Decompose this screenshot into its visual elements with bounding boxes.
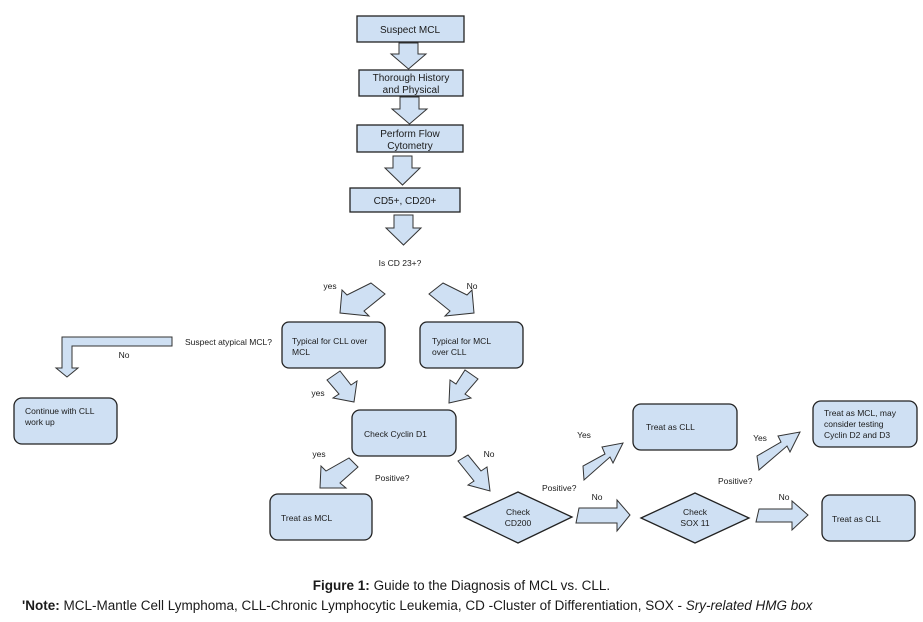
edge-label-no: No: [484, 449, 495, 459]
node-label: Perform Flow: [380, 129, 440, 140]
arrow-diag-left: [339, 282, 386, 317]
arrow-diag-left: [448, 369, 479, 404]
node-label: Check: [683, 507, 708, 517]
node-label: CD200: [505, 518, 532, 528]
node-check-cyclin-d1: Check Cyclin D1: [351, 409, 457, 457]
arrow-diag-up-right: [582, 442, 624, 482]
edge-label-yes: yes: [311, 388, 324, 398]
node-treat-mcl-consider: Treat as MCL, may consider testing Cycli…: [812, 400, 918, 448]
caption-text: Guide to the Diagnosis of MCL vs. CLL.: [369, 578, 611, 593]
node-label: Treat as MCL: [281, 513, 332, 523]
node-label: Typical for CLL over: [292, 336, 367, 346]
question-suspect-atypical: Suspect atypical MCL?: [185, 337, 272, 347]
node-label: Suspect MCL: [380, 25, 440, 36]
edge-label-yes: yes: [312, 449, 325, 459]
edge-label-no: No: [119, 350, 130, 360]
node-label: Treat as CLL: [646, 422, 695, 432]
node-label: Typical for MCL: [432, 336, 491, 346]
node-label: Cytometry: [387, 141, 433, 152]
node-label: Check Cyclin D1: [364, 429, 427, 439]
edge-label-yes: Yes: [753, 433, 767, 443]
node-suspect-mcl: Suspect MCL: [356, 15, 465, 43]
node-cd5-cd20: CD5+, CD20+: [349, 187, 461, 213]
node-check-sox11: Check SOX 11: [639, 492, 751, 544]
edge-label-yes: Yes: [577, 430, 591, 440]
arrow-elbow-left: [54, 336, 173, 378]
flowchart: Suspect MCL Thorough History and Physica…: [13, 15, 918, 544]
node-label: SOX 11: [680, 518, 709, 528]
arrow-down: [384, 214, 423, 246]
node-label: Thorough History: [373, 73, 450, 84]
node-typical-mcl: Typical for MCL over CLL: [419, 321, 524, 369]
arrow-diag-right: [326, 370, 358, 403]
node-label: Cyclin D2 and D3: [824, 430, 890, 440]
edge-label-no: No: [592, 492, 603, 502]
node-typical-cll: Typical for CLL over MCL: [281, 321, 386, 369]
arrow-diag-up-right: [756, 431, 801, 471]
arrow-down: [383, 155, 422, 186]
decision-is-cd23: Is CD 23+?: [379, 258, 422, 268]
node-label: over CLL: [432, 347, 467, 357]
node-label: Check: [506, 507, 531, 517]
node-treat-cll-bottom: Treat as CLL: [821, 494, 916, 542]
node-history-physical: Thorough History and Physical: [358, 69, 464, 97]
node-treat-mcl: Treat as MCL: [269, 493, 373, 541]
arrow-down: [389, 42, 428, 70]
arrow-right: [575, 498, 631, 533]
edge-label-positive: Positive?: [375, 473, 410, 483]
arrow-right: [755, 499, 809, 532]
node-continue-cll: Continue with CLL work up: [13, 397, 118, 445]
caption-label: Figure 1:: [312, 578, 370, 593]
node-treat-cll-top: Treat as CLL: [632, 403, 738, 451]
edge-label-yes: yes: [323, 281, 336, 291]
node-label: work up: [24, 417, 55, 427]
note-label: 'Note:: [22, 598, 60, 613]
node-label: Continue with CLL: [25, 406, 95, 416]
node-label: MCL: [292, 347, 310, 357]
arrow-diag-right: [428, 282, 475, 317]
edge-label-positive: Positive?: [718, 476, 753, 486]
note-text: MCL-Mantle Cell Lymphoma, CLL-Chronic Ly…: [59, 598, 686, 613]
node-label: consider testing: [824, 419, 884, 429]
node-label: Treat as MCL, may: [824, 408, 897, 418]
figure-note: 'Note: MCL-Mantle Cell Lymphoma, CLL-Chr…: [22, 598, 813, 613]
node-flow-cytometry: Perform Flow Cytometry: [356, 124, 464, 153]
node-check-cd200: Check CD200: [462, 491, 574, 544]
edge-label-no: No: [779, 492, 790, 502]
edge-label-no: No: [467, 281, 478, 291]
arrow-down: [390, 96, 429, 125]
edge-label-positive: Positive?: [542, 483, 577, 493]
arrow-diag-left: [319, 457, 359, 489]
arrow-diag-right: [457, 454, 491, 492]
figure-caption: Figure 1: Guide to the Diagnosis of MCL …: [0, 578, 923, 593]
node-label: CD5+, CD20+: [374, 196, 437, 207]
note-italic: Sry-related HMG box: [685, 598, 813, 613]
node-label: Treat as CLL: [832, 514, 881, 524]
node-label: and Physical: [383, 85, 440, 96]
